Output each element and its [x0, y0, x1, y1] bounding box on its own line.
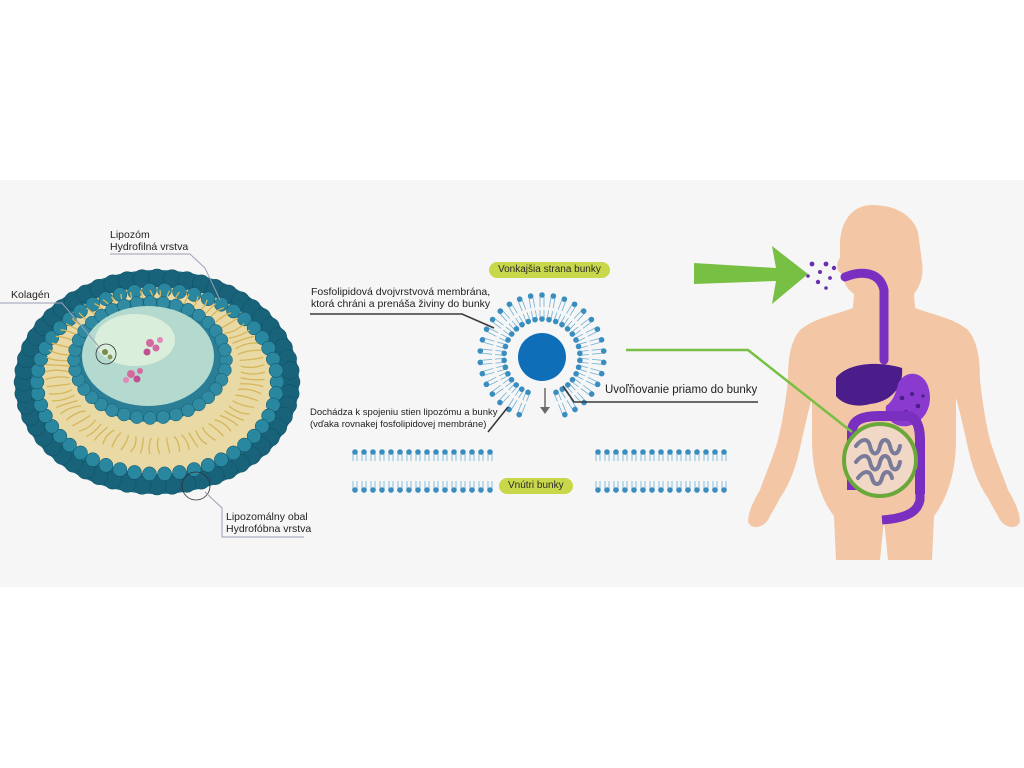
- shell-callout-circle: [181, 471, 211, 501]
- rectum: [881, 470, 925, 525]
- collagen-label: Kolagén: [11, 289, 50, 301]
- small-intestine: [854, 438, 902, 486]
- membrane-label-line1: Fosfolipidová dvojvrstvová membrána,: [311, 286, 491, 298]
- fusion-label-line2: (vďaka rovnakej fosfolipidovej membráne): [310, 419, 487, 430]
- liposome: [13, 268, 301, 501]
- inside-cell-pill: Vnútri bunky: [499, 478, 573, 494]
- liposome-leader-lines: [0, 253, 304, 538]
- liposome-outer-beads: [13, 268, 301, 496]
- green-connector-line: [626, 348, 853, 433]
- collagen-callout-circle: [95, 343, 117, 365]
- liposome-core-highlight: [95, 314, 175, 366]
- collagen-molecules: [102, 337, 163, 383]
- membrane-label-line2: ktorá chráni a prenáša živiny do bunky: [311, 298, 491, 310]
- release-label: Uvoľňovanie priamo do bunky: [605, 384, 758, 396]
- fusion-label-line1: Dochádza k spojeniu stien lipozómu a bun…: [310, 407, 498, 418]
- membrane-heads: [352, 292, 727, 493]
- liposome-title: Lipozóm: [110, 229, 150, 241]
- release-arrow-head: [540, 407, 550, 414]
- large-intestine: [847, 411, 925, 494]
- liposome-lipid-tails: [44, 289, 266, 455]
- human-body: [748, 205, 1020, 560]
- membrane-leader-lines: [310, 313, 758, 433]
- liposome-subtitle: Hydrofilná vrstva: [110, 241, 189, 253]
- shell-title: Lipozomálny obal: [226, 511, 308, 523]
- cell-core: [518, 333, 566, 381]
- membrane-fusion: [352, 292, 727, 493]
- outside-cell-pill: Vonkajšia strana bunky: [489, 262, 610, 278]
- liver: [836, 363, 903, 406]
- inhaled-particles: [806, 261, 837, 290]
- green-arrow-icon: [694, 246, 808, 304]
- shell-subtitle: Hydrofóbna vrstva: [226, 523, 312, 535]
- esophagus: [840, 268, 889, 365]
